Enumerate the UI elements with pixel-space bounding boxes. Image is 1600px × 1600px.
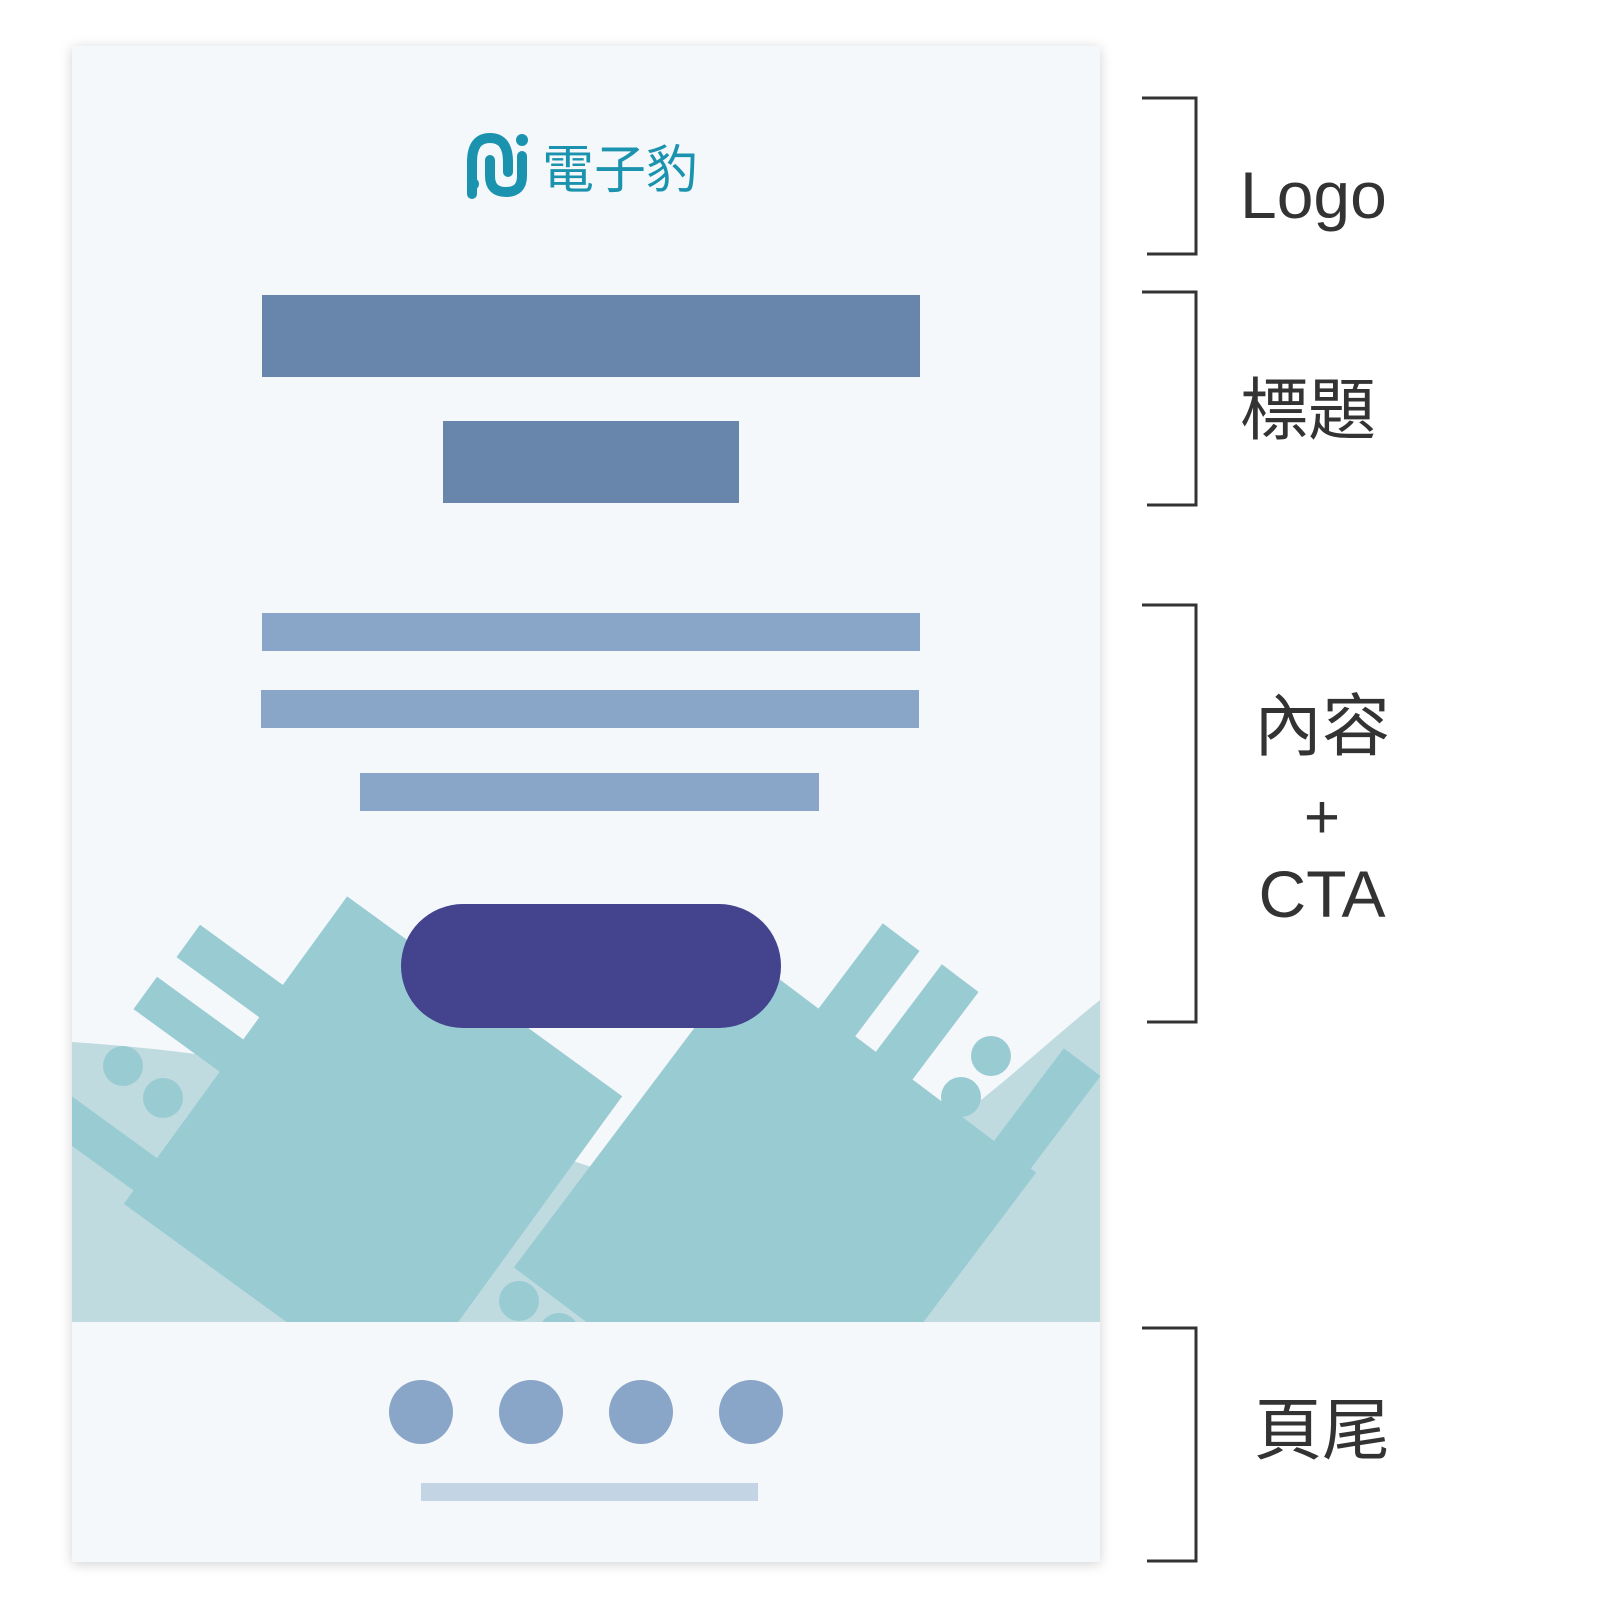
shape-bar <box>768 923 920 1103</box>
footer-social-icon[interactable] <box>389 1380 453 1444</box>
cta-button[interactable] <box>401 904 781 1028</box>
shape-bar <box>827 964 979 1144</box>
logo: 電子豹 <box>467 132 698 200</box>
shape-bar <box>176 924 330 1052</box>
footer-social-icon[interactable] <box>609 1380 673 1444</box>
shape-dot <box>103 1046 143 1086</box>
annotation-plus: + <box>1304 783 1340 852</box>
logo-mark-icon <box>467 132 528 199</box>
title-line-1 <box>262 295 920 377</box>
annotation-logo: Logo <box>1240 158 1387 232</box>
bracket-content <box>1142 603 1198 1024</box>
bracket-footer <box>1142 1326 1198 1563</box>
annotation-cta: CTA <box>1258 857 1385 931</box>
shape-dot <box>184 1109 224 1149</box>
footer-social-icon[interactable] <box>719 1380 783 1444</box>
bracket-logo <box>1142 96 1198 256</box>
shape-dot <box>911 1119 951 1159</box>
annotation-brackets <box>1142 96 1198 1563</box>
content-line-2 <box>261 690 919 728</box>
logo-wordmark: 電子豹 <box>542 142 698 200</box>
shape-dot <box>971 1036 1011 1076</box>
bracket-title <box>1142 290 1198 507</box>
shape-dot <box>499 1281 539 1321</box>
content-line-3 <box>360 773 819 811</box>
shape-dot <box>542 1313 576 1322</box>
shape-dot <box>143 1078 183 1118</box>
title-line-2 <box>443 421 739 503</box>
shape-bar <box>72 1092 197 1220</box>
footer-text-line <box>421 1483 758 1501</box>
content-line-1 <box>262 613 920 651</box>
shape-bar <box>133 976 287 1104</box>
annotation-content: 內容 <box>1254 689 1390 765</box>
annotation-title: 標題 <box>1240 373 1376 449</box>
shape-bar <box>949 1048 1100 1228</box>
annotation-footer: 頁尾 <box>1254 1393 1390 1469</box>
footer-social-icon[interactable] <box>499 1380 563 1444</box>
shape-dot <box>941 1077 981 1117</box>
